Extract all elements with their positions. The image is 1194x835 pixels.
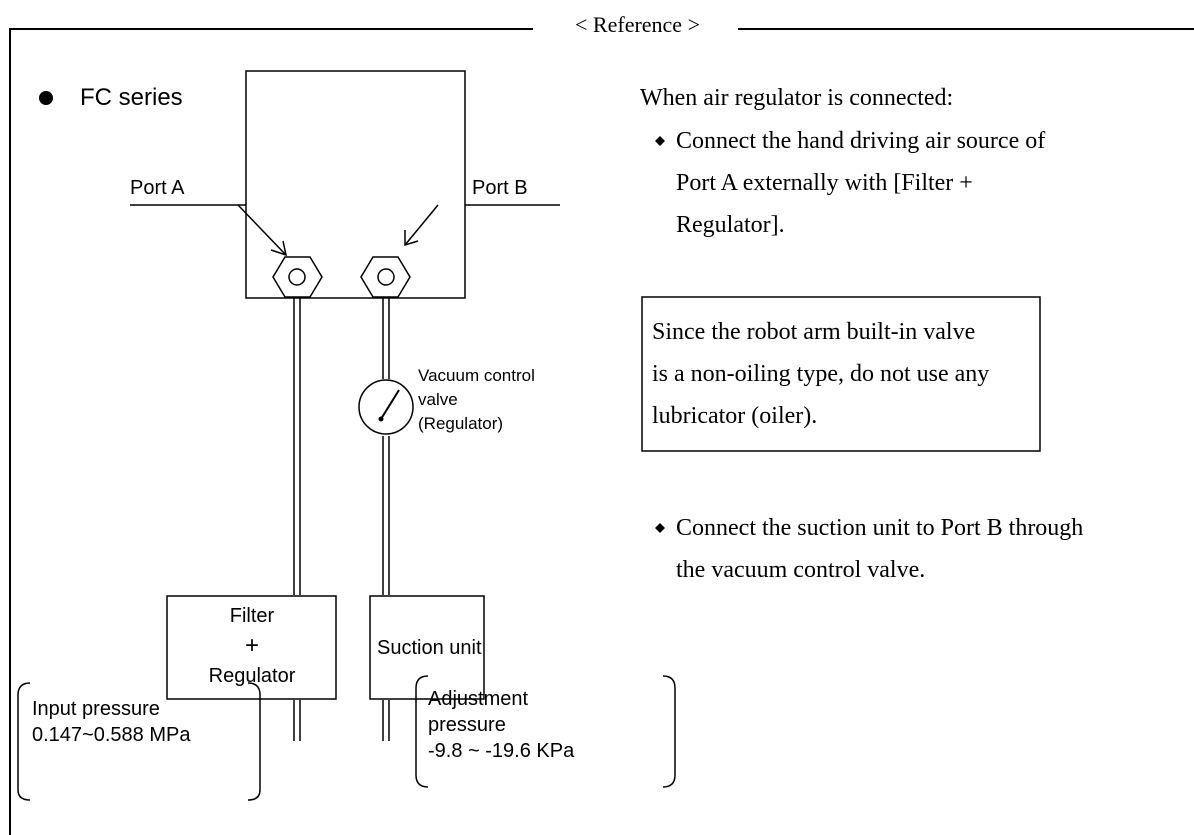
port-b-fitting-icon: [360, 256, 411, 298]
suction-unit-box: [369, 595, 485, 700]
vacuum-valve-gauge-icon: [358, 379, 414, 435]
input-pressure-bracket: [17, 682, 261, 801]
port-a-fitting-icon: [272, 256, 323, 298]
notes-intro: When air regulator is connected:: [640, 85, 954, 111]
bullet-diamond-icon: [655, 523, 665, 533]
notes-bullet-2: Connect the suction unit to Port B throu…: [676, 515, 1084, 583]
filter-regulator-label: Filter + Regulator: [208, 605, 296, 687]
frame-border: [9, 28, 1194, 835]
fc-series-heading: FC series: [80, 84, 183, 111]
port-a-arrow-icon: [237, 204, 288, 257]
port-a-tube: [293, 298, 301, 741]
hand-body-box: [245, 70, 466, 299]
port-a-label: Port A: [130, 177, 185, 199]
port-b-label: Port B: [472, 177, 528, 199]
notes-bullet-1: Connect the hand driving air source of P…: [676, 128, 1046, 238]
caution-text: Since the robot arm built-in valve is a …: [652, 319, 990, 429]
adjustment-pressure-bracket: [415, 675, 676, 788]
suction-unit-label: Suction unit: [377, 637, 482, 659]
port-b-tube: [382, 298, 390, 741]
adjustment-pressure-label: Adjustment pressure -9.8 ~ -19.6 KPa: [428, 688, 575, 762]
bullet-dot-icon: [39, 91, 53, 105]
reference-title: < Reference >: [540, 10, 735, 40]
port-b-arrow-icon: [404, 204, 439, 247]
vacuum-valve-label: Vacuum control valve (Regulator): [418, 366, 535, 433]
caution-box: [641, 296, 1041, 452]
bullet-diamond-icon: [655, 136, 665, 146]
input-pressure-label: Input pressure 0.147~0.588 MPa: [32, 698, 191, 746]
filter-regulator-box: [166, 595, 337, 700]
